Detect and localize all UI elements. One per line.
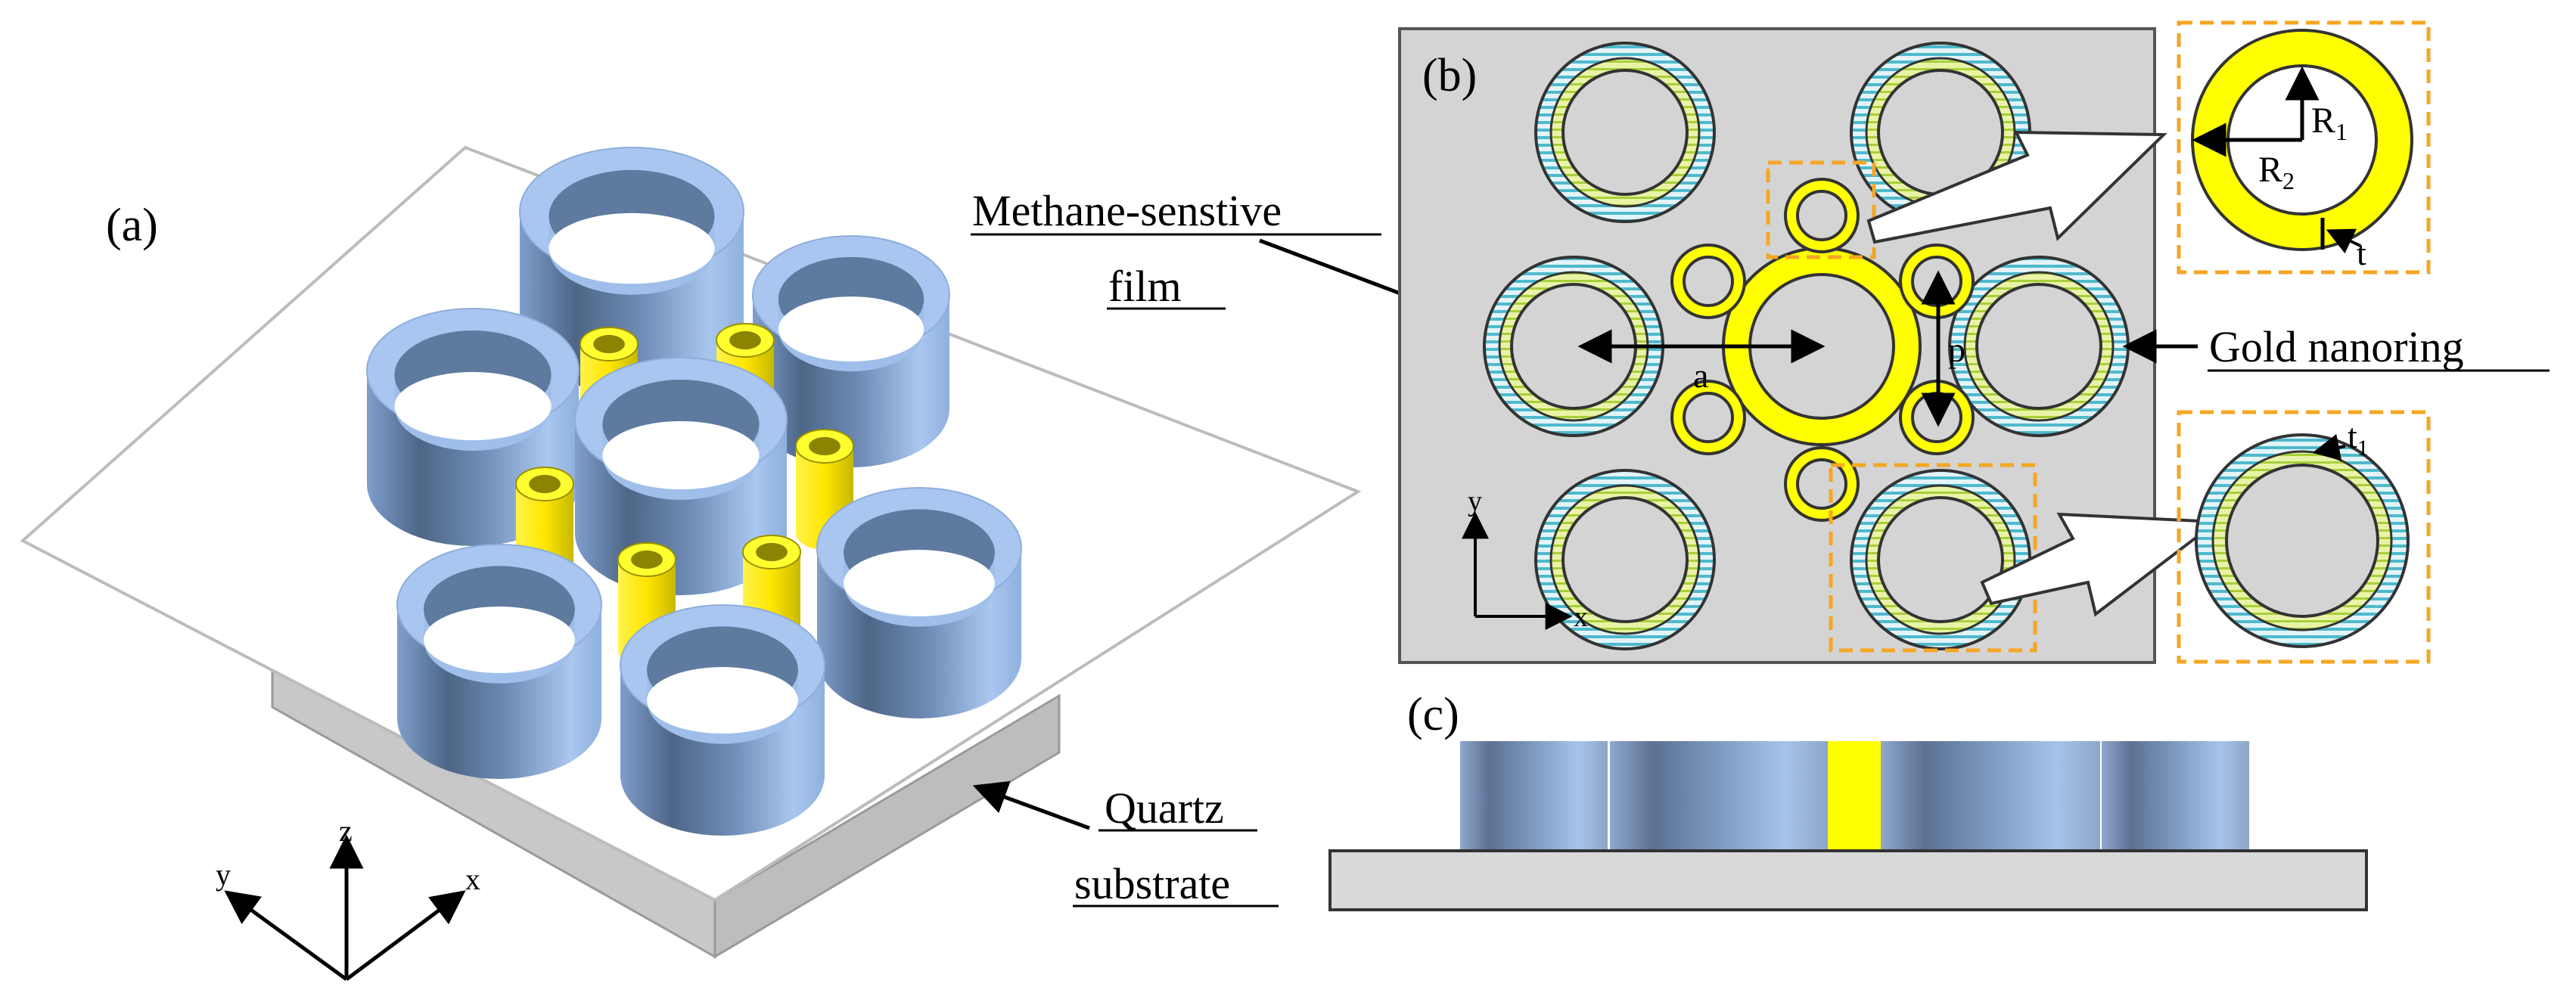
gold-ring-top-nw	[1670, 244, 1746, 319]
panel-a-label: (a)	[106, 200, 158, 251]
axis-x-top-label: x	[1574, 601, 1588, 633]
side-gold-block	[1828, 741, 1881, 853]
side-film-block-2	[1610, 741, 1828, 853]
dimension-R2-label: R2	[2258, 150, 2295, 194]
dimension-p: p	[1921, 270, 1965, 427]
axis-z-label: z	[339, 814, 353, 848]
highlight-box-gold	[1766, 160, 1876, 259]
gold-ring-top-s	[1784, 446, 1860, 522]
methane-film-label-line1: Methane-senstive	[972, 186, 1282, 235]
film-ring-3d-right-lower	[816, 487, 1022, 718]
panel-b: (b) a p y x Gold nanoring	[1398, 20, 2550, 664]
axis-y-top-label: y	[1468, 486, 1482, 517]
panel-a: (a) z y x Quartz substrate Meth	[20, 145, 1524, 982]
dimension-a-label: a	[1693, 356, 1708, 395]
dimension-t1-label: t1	[2348, 417, 2369, 461]
dimension-p-label: p	[1948, 330, 1965, 369]
dimension-a: a	[1577, 329, 1826, 395]
film-ring-3d-front	[620, 604, 825, 836]
axis-y-label: y	[216, 858, 231, 892]
film-ring-3d-right-upper	[752, 235, 950, 467]
detail-film-ring: t1	[2177, 410, 2431, 664]
film-ring-top-1	[1534, 42, 1716, 223]
gold-ring-top-sw	[1670, 380, 1746, 455]
film-ring-top-3	[1483, 256, 1664, 437]
nanoring-array-3d	[366, 147, 1022, 836]
zoom-arrow-film	[1980, 512, 2221, 617]
side-film-block-4	[2102, 741, 2249, 853]
film-ring-top-5	[1534, 469, 1716, 650]
film-ring-3d-top	[519, 147, 744, 393]
panel-c-label: (c)	[1407, 689, 1459, 740]
panel-b-label: (b)	[1422, 50, 1477, 101]
film-ring-3d-left-lower	[396, 544, 602, 779]
dimension-R1-label: R1	[2311, 101, 2348, 145]
side-film-block-1	[1460, 741, 1608, 853]
methane-film-annotation: Methane-senstive film	[971, 186, 1524, 344]
zoom-arrow-gold	[1866, 130, 2167, 244]
quartz-annotation: Quartz substrate	[972, 780, 1279, 908]
axes-triad-top: y x	[1462, 486, 1588, 633]
gold-nanoring-annotation: Gold nanoring	[2122, 322, 2550, 372]
axis-x-label: x	[465, 862, 480, 896]
panel-c: (c)	[1328, 689, 2368, 911]
detail-gold-ring: R1 R2 t	[2177, 20, 2431, 275]
axes-triad-3d: z y x	[216, 814, 480, 982]
dimension-t-label: t	[2357, 234, 2366, 272]
film-ring-top-4	[1948, 256, 2130, 437]
gold-ring-top-n	[1784, 178, 1860, 253]
side-substrate	[1328, 849, 2368, 911]
side-film-block-3	[1881, 741, 2100, 853]
gold-nanoring-label: Gold nanoring	[2209, 322, 2464, 371]
methane-film-label-line2: film	[1108, 262, 1182, 311]
film-ring-top-6	[1850, 469, 2031, 650]
quartz-label-line1: Quartz	[1105, 783, 1224, 833]
quartz-label-line2: substrate	[1074, 859, 1230, 908]
